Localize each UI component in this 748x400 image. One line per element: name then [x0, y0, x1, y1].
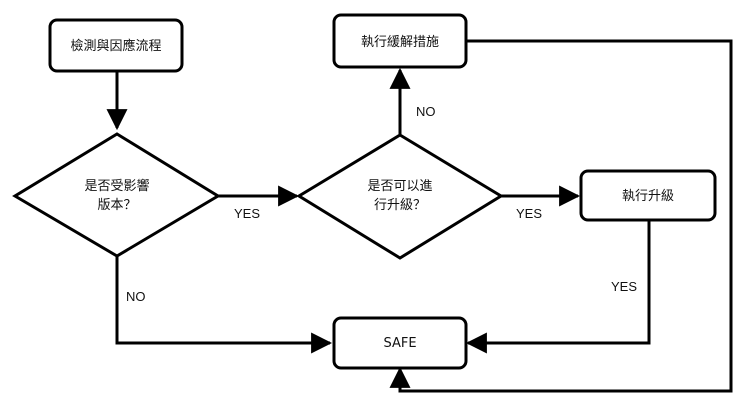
node-mitigate-label: 執行緩解措施	[361, 34, 439, 50]
node-mitigate: 執行緩解措施	[332, 13, 468, 69]
node-detect-label: 檢測與因應流程	[70, 38, 161, 54]
node-upgrade: 執行升級	[579, 169, 717, 222]
node-upgradable-label-line2: 行升級？	[374, 198, 426, 213]
node-affected-label-line2: 版本？	[97, 198, 136, 213]
node-affected-decision: 是否受影響 版本？	[12, 132, 221, 258]
edge-upgrade-yes	[465, 220, 651, 354]
edge-mitigate-to-safe	[389, 39, 733, 393]
edge-label-affected-yes: YES	[234, 206, 260, 221]
edge-label-affected-no: NO	[126, 289, 146, 304]
node-affected-label-line1: 是否受影響	[84, 178, 149, 194]
node-upgrade-label: 執行升級	[622, 188, 674, 204]
node-safe-label: SAFE	[383, 336, 416, 351]
edge-affected-no	[115, 256, 333, 354]
node-upgradable-decision: 是否可以進 行升級？	[296, 133, 504, 260]
node-upgradable-label-line1: 是否可以進	[367, 179, 432, 194]
edge-label-upgradable-yes: YES	[516, 206, 542, 221]
edge-label-upgradable-no: NO	[416, 104, 436, 119]
node-detect: 檢測與因應流程	[48, 18, 184, 73]
node-safe: SAFE	[332, 316, 468, 370]
edge-label-upgrade-yes: YES	[611, 279, 637, 294]
